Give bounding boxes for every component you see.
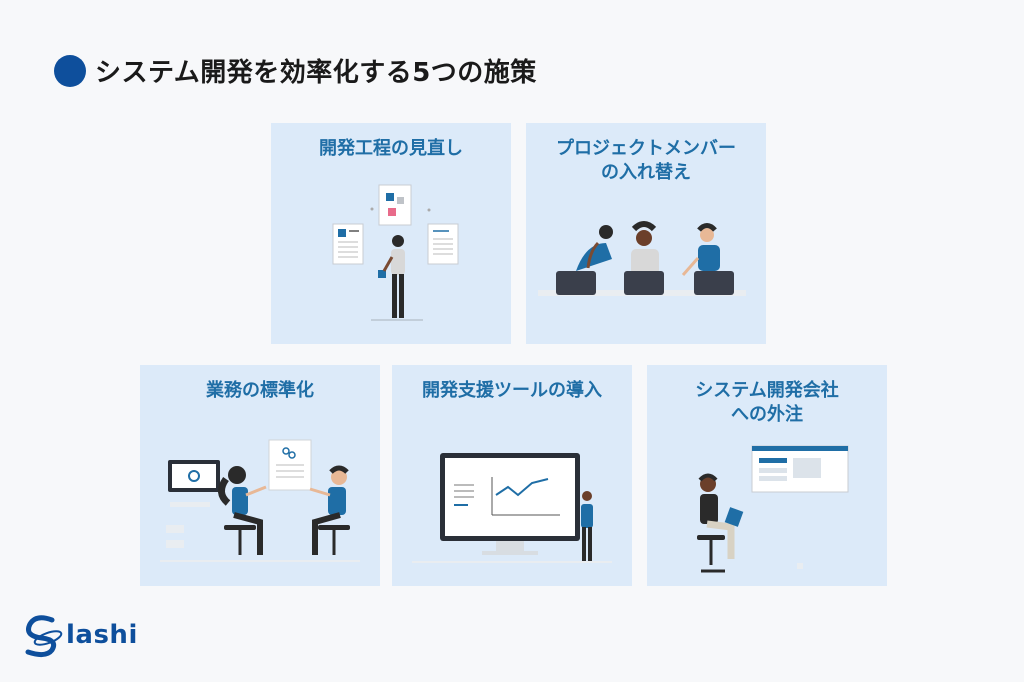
member-change-illustration [538, 221, 746, 296]
card-outsourcing: システム開発会社 への外注 [647, 365, 887, 586]
card-title: システム開発会社 への外注 [695, 380, 839, 425]
card-standardization: 業務の標準化 [140, 365, 380, 586]
process-review-illustration [332, 184, 459, 321]
dev-tools-illustration [412, 453, 612, 563]
solashi-logo: lashi [22, 612, 138, 658]
solashi-logo-mark-icon [25, 615, 63, 658]
page-title: システム開発を効率化する5つの施策 [95, 58, 537, 88]
card-title: 開発工程の見直し [319, 138, 463, 159]
page-title-row: システム開発を効率化する5つの施策 [54, 52, 537, 89]
logo-text: lashi [66, 620, 138, 650]
card-process-review: 開発工程の見直し [271, 123, 511, 344]
card-title: 業務の標準化 [206, 380, 314, 401]
standardization-illustration [160, 439, 360, 562]
card-dev-tools: 開発支援ツールの導入 [392, 365, 632, 586]
title-bullet-icon [54, 54, 86, 87]
card-member-change: プロジェクトメンバー の入れ替え [526, 123, 766, 344]
card-title: 開発支援ツールの導入 [422, 380, 602, 401]
card-title: プロジェクトメンバー の入れ替え [556, 138, 736, 183]
outsourcing-illustration [697, 445, 849, 573]
